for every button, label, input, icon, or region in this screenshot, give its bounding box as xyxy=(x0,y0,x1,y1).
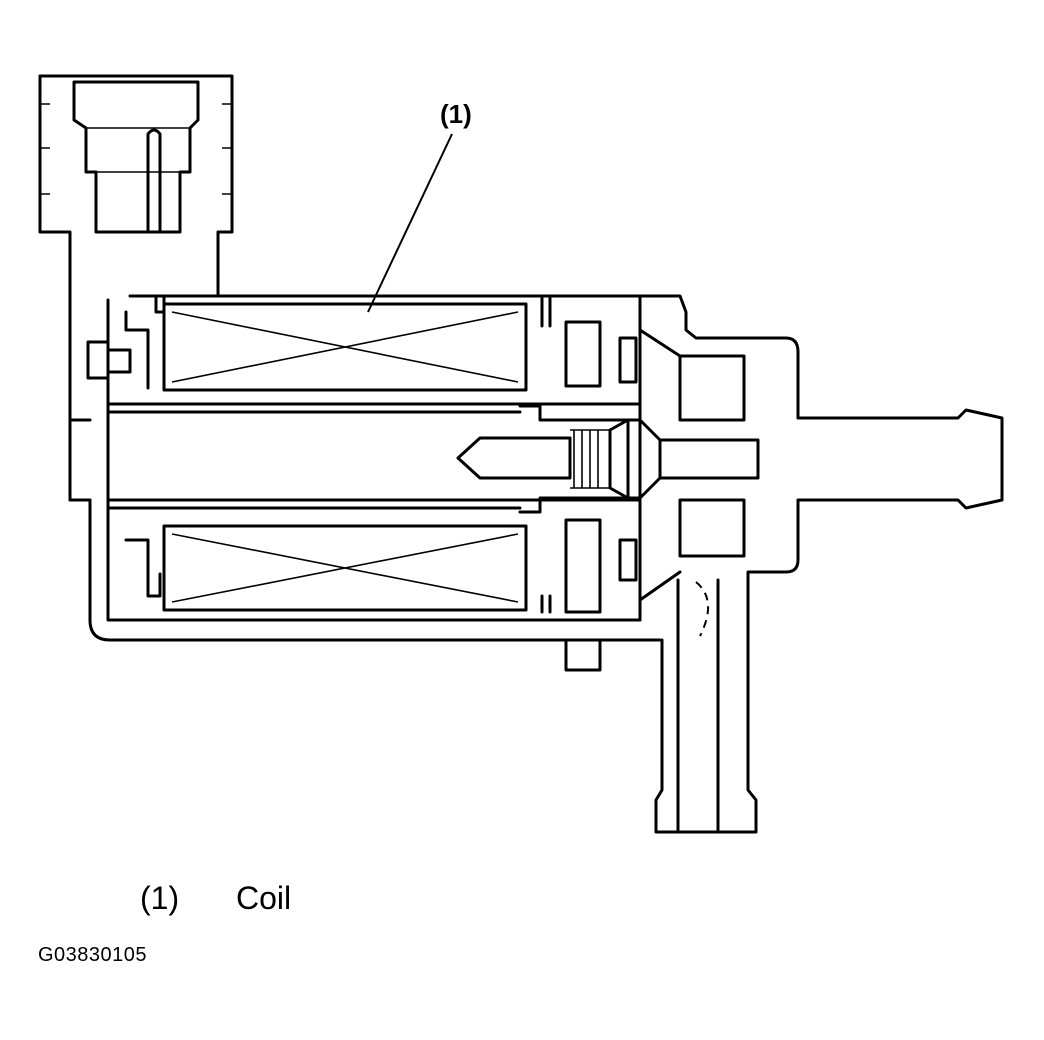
callout-number: (1) xyxy=(440,99,472,129)
figure-id: G03830105 xyxy=(38,944,148,966)
legend: (1) Coil xyxy=(140,880,291,917)
solenoid-body xyxy=(68,294,662,642)
plunger xyxy=(456,404,662,514)
legend-label: Coil xyxy=(236,880,292,916)
coil-upper xyxy=(162,302,528,392)
legend-number: (1) xyxy=(140,880,180,916)
coil-lower xyxy=(162,524,528,612)
callout-leader-line xyxy=(367,133,453,313)
mounting-stud xyxy=(564,638,602,672)
valve-housing xyxy=(618,294,1004,834)
electrical-connector xyxy=(38,74,234,422)
